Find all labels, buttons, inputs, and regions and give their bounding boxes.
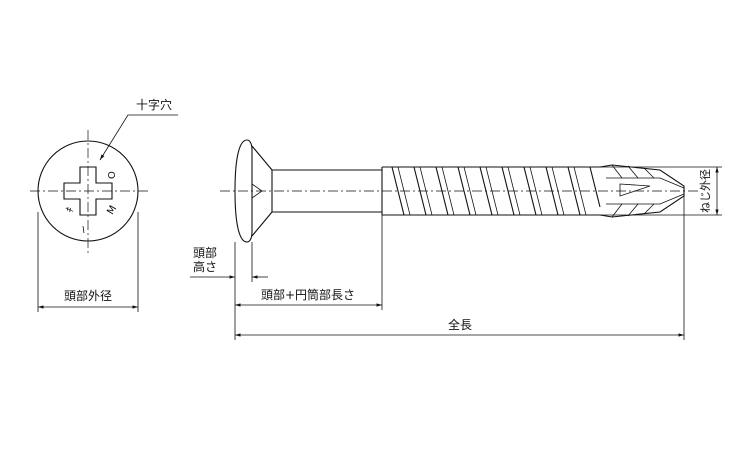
total-length-label: 全長 [448,317,472,332]
thread-diameter-label: ねじ外径 [699,169,712,213]
head-notch [251,183,263,199]
head-mark-left: ｷ [64,205,76,215]
drill-point [599,164,685,218]
screw-head [234,139,253,243]
head-mark-bar [82,225,85,234]
cross-recess-label: 十字穴 [136,97,172,112]
head-height-label-1: 頭部 [193,245,217,260]
phillips-cross-icon [63,166,113,216]
head-diameter-label: 頭部外径 [64,288,112,303]
cross-recess-leader [99,114,178,161]
head-mark-right: M [106,204,120,217]
screw-head-underside [251,145,273,237]
head-top-view: O ｷ M 十字穴 頭部外径 [30,97,178,312]
head-shank-length-label: 頭部+円筒部長さ [261,287,355,302]
screw-side-view: 頭部 高さ 頭部+円筒部長さ 全長 ねじ外径 [190,139,722,340]
head-mark-top: O [105,171,116,179]
head-height-label-2: 高さ [193,259,217,274]
thread-crests [391,166,601,216]
